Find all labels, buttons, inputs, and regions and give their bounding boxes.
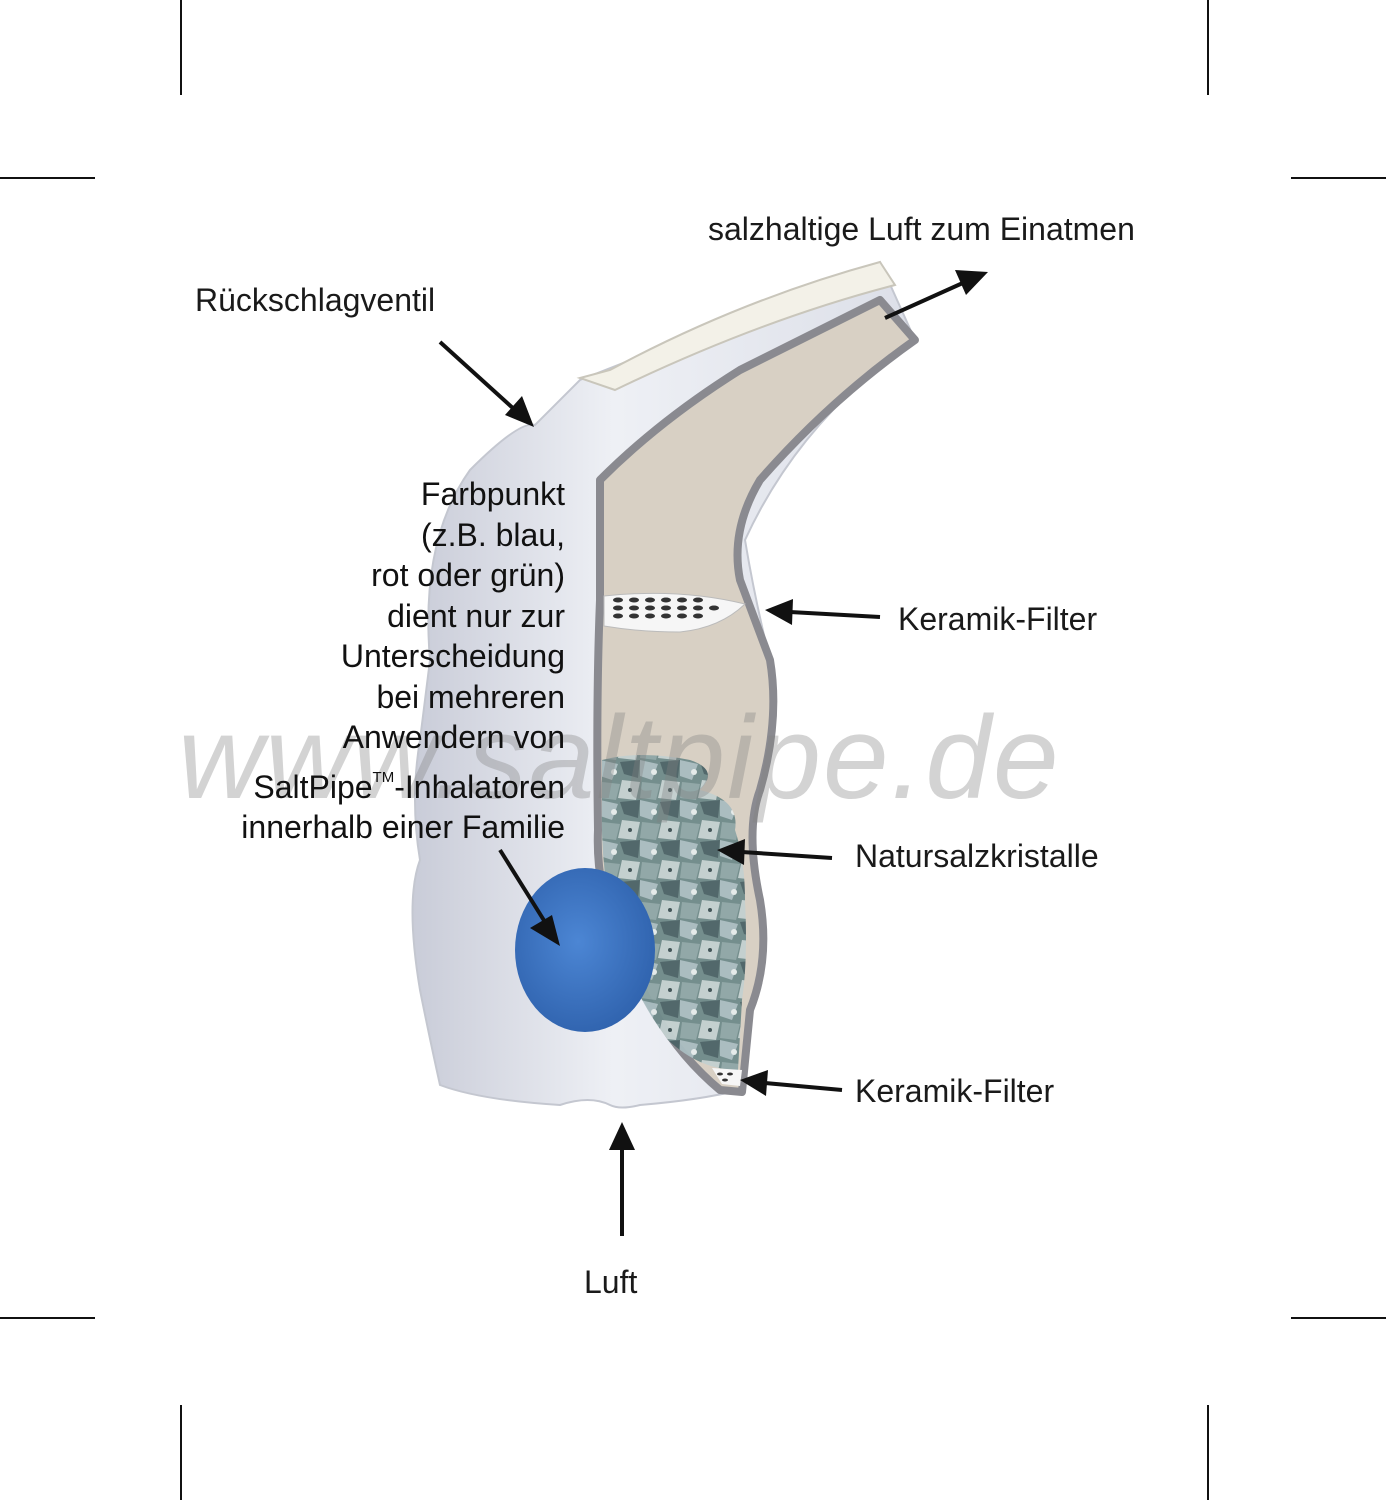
label-salt-crystals: Natursalzkristalle — [855, 838, 1099, 874]
watermark: www.saltpipe.de — [178, 692, 1061, 824]
note-line: rot oder grün) — [371, 557, 565, 593]
note-line-saltpipe: SaltPipeTM-Inhalatoren — [145, 758, 565, 808]
arrow-filter-top-head — [765, 599, 793, 625]
crop-mark — [1291, 1317, 1386, 1319]
note-line: Farbpunkt — [420, 476, 565, 512]
label-inlet-air: Luft — [584, 1264, 638, 1300]
crop-mark — [180, 0, 182, 95]
note-line: innerhalb einer Familie — [241, 809, 565, 845]
note-line: Unterscheidung — [340, 638, 565, 674]
arrow-color-dot-head — [530, 915, 560, 946]
arrow-inlet-head — [609, 1122, 635, 1150]
arrow-color-dot — [498, 848, 547, 924]
arrow-crystals-head — [717, 839, 745, 865]
trademark-mark: TM — [372, 768, 395, 786]
crop-mark — [0, 177, 95, 179]
arrow-filter-top — [789, 610, 881, 619]
arrow-filter-bottom-head — [740, 1070, 768, 1096]
crop-mark — [1291, 177, 1386, 179]
arrows — [438, 270, 988, 1236]
ceramic-filter-bottom — [712, 1068, 742, 1086]
arrow-crystals — [741, 850, 833, 860]
label-ceramic-filter-top: Keramik-Filter — [898, 601, 1098, 637]
arrow-outlet-head — [955, 270, 988, 295]
color-dot-note: Farbpunkt (z.B. blau, rot oder grün) die… — [145, 474, 565, 848]
ceramic-filter-top — [603, 592, 747, 633]
note-line: dient nur zur — [387, 597, 565, 634]
label-check-valve: Rückschlagventil — [195, 282, 436, 318]
color-dot — [515, 868, 655, 1032]
brand-name: SaltPipe — [253, 768, 373, 805]
note-line: (z.B. blau, — [420, 516, 565, 553]
crop-mark — [1207, 0, 1209, 95]
mouthpiece — [576, 260, 897, 392]
crop-mark — [180, 1405, 182, 1500]
crop-mark — [0, 1317, 95, 1319]
label-outlet-air: salzhaltige Luft zum Einatmen — [708, 211, 1135, 247]
crop-mark — [1207, 1405, 1209, 1500]
note-line: Anwendern von — [342, 719, 565, 755]
arrow-valve — [438, 340, 517, 412]
note-line: bei mehreren — [376, 678, 565, 715]
arrow-filter-bottom — [764, 1081, 843, 1092]
note-text: -Inhalatoren — [394, 768, 565, 805]
label-ceramic-filter-bottom: Keramik-Filter — [855, 1073, 1055, 1109]
arrow-valve-head — [505, 396, 534, 427]
arrow-outlet — [884, 280, 966, 320]
